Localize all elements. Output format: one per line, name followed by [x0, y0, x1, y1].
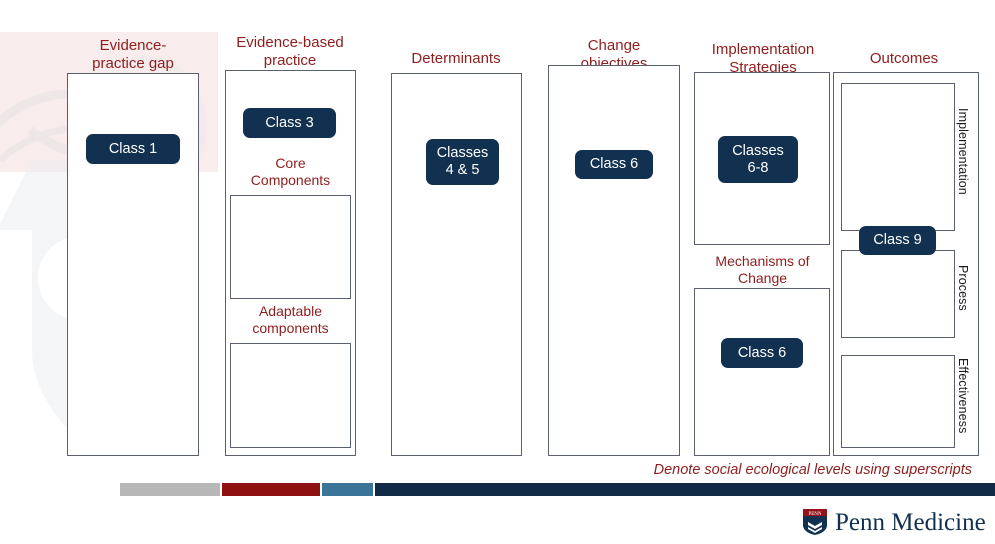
sublabel-core-components: Core Components	[228, 155, 353, 189]
sublabel-mechanisms-of-change: Mechanisms of Change	[697, 253, 828, 287]
pill-line: Classes	[732, 142, 784, 159]
subbox-outcome-implementation[interactable]	[841, 83, 955, 231]
sublabel-line: Adaptable	[258, 303, 323, 319]
column-box-mechanisms-of-change[interactable]	[694, 288, 830, 456]
bar-segment-navy	[375, 483, 995, 496]
sublabel-line: components	[252, 320, 329, 336]
bar-segment-gray	[120, 483, 220, 496]
column-title-evidence-based-practice: Evidence-based practice	[219, 34, 361, 70]
vertical-label-implementation: Implementation	[956, 108, 970, 195]
penn-medicine-logo-text: Penn Medicine	[835, 508, 986, 536]
title-line: Evidence-	[99, 37, 167, 54]
column-title-determinants: Determinants	[385, 50, 527, 68]
column-title-outcomes: Outcomes	[833, 50, 975, 68]
pill-class-6-change-objectives[interactable]: Class 6	[575, 150, 653, 179]
title-line: Change	[587, 37, 641, 54]
sublabel-line: Components	[250, 172, 331, 188]
pill-class-1[interactable]: Class 1	[86, 134, 180, 164]
pill-class-9[interactable]: Class 9	[859, 226, 936, 255]
vertical-label-process: Process	[956, 265, 970, 311]
sublabel-line: Mechanisms of	[715, 253, 810, 269]
penn-shield-icon: PENN	[803, 509, 827, 535]
penn-medicine-logo: PENN Penn Medicine	[802, 508, 986, 536]
pill-line: 4 & 5	[445, 162, 480, 178]
subbox-outcome-effectiveness[interactable]	[841, 355, 955, 448]
bar-segment-teal	[322, 483, 373, 496]
pill-classes-4-and-5[interactable]: Classes 4 & 5	[426, 139, 499, 185]
column-box-evidence-practice-gap[interactable]	[67, 73, 199, 456]
pill-class-6-mechanisms[interactable]: Class 6	[721, 338, 803, 368]
subbox-adaptable-components[interactable]	[230, 343, 351, 448]
column-box-change-objectives[interactable]	[548, 65, 680, 456]
title-line: Outcomes	[869, 50, 939, 67]
title-line: Evidence-based	[236, 34, 344, 51]
subbox-outcome-process[interactable]	[841, 250, 955, 338]
title-line: Strategies	[729, 59, 797, 76]
sublabel-adaptable-components: Adaptable components	[228, 303, 353, 337]
subbox-core-components[interactable]	[230, 195, 351, 299]
pill-line: Classes	[436, 145, 489, 161]
column-title-implementation-strategies: Implementation Strategies	[692, 41, 834, 77]
title-line: Implementation	[711, 41, 815, 58]
pill-classes-6-8[interactable]: Classes 6-8	[718, 136, 798, 183]
vertical-label-effectiveness: Effectiveness	[956, 358, 970, 434]
sublabel-line: Change	[737, 270, 788, 286]
title-line: Determinants	[411, 50, 501, 67]
penn-shield-text: PENN	[808, 512, 821, 517]
sublabel-line: Core	[275, 155, 306, 171]
footnote-text: Denote social ecological levels using su…	[653, 462, 972, 478]
bar-segment-red	[222, 483, 320, 496]
title-line: practice gap	[92, 55, 174, 72]
pill-line: 6-8	[747, 159, 769, 176]
pill-class-3[interactable]: Class 3	[243, 108, 336, 138]
title-line: practice	[263, 52, 317, 69]
column-title-evidence-practice-gap: Evidence- practice gap	[62, 37, 204, 73]
column-box-determinants[interactable]	[391, 73, 522, 456]
